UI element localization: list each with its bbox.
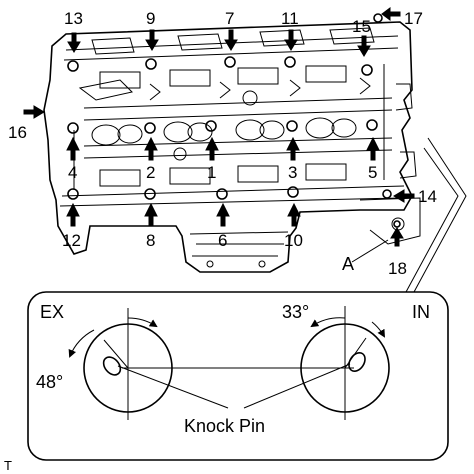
zoom-leader-lines: [405, 137, 467, 293]
callout-1: 1: [207, 163, 216, 182]
callout-12: 12: [62, 231, 81, 250]
in-knock-pin: [348, 351, 366, 373]
label-a: A: [342, 254, 354, 274]
callout-18: 18: [388, 259, 407, 278]
cylinder-head-illustration: [43, 13, 421, 273]
callout-2: 2: [146, 163, 155, 182]
callout-7: 7: [225, 9, 234, 28]
callout-numbers: 13 9 7 11 15 17 16 4 2 1 3 5 14 12 8 6 1…: [8, 9, 437, 278]
corner-mark: T: [4, 458, 12, 473]
ex-angle-label: 48°: [36, 372, 63, 392]
callout-17: 17: [404, 9, 423, 28]
callout-5: 5: [368, 163, 377, 182]
knock-pin-inset: EX IN 48° 33° Knock Pin: [27, 291, 449, 461]
callout-8: 8: [146, 231, 155, 250]
knock-pin-leader-in: [243, 363, 351, 409]
ex-knock-pin: [102, 356, 122, 376]
callout-14: 14: [418, 187, 437, 206]
callout-arrows: [23, 7, 415, 247]
callout-13: 13: [64, 9, 83, 28]
in-angle-label: 33°: [282, 302, 309, 322]
knock-pin-label: Knock Pin: [184, 416, 265, 436]
callout-15: 15: [352, 17, 371, 36]
label-in: IN: [412, 302, 430, 322]
leader-a: [351, 239, 389, 263]
callout-16: 16: [8, 123, 27, 142]
label-ex: EX: [40, 302, 64, 322]
callout-6: 6: [218, 231, 227, 250]
callout-4: 4: [68, 163, 77, 182]
callout-10: 10: [284, 231, 303, 250]
callout-3: 3: [288, 163, 297, 182]
callout-11: 11: [281, 9, 299, 28]
knock-pin-leader-ex: [117, 365, 229, 409]
callout-9: 9: [146, 9, 155, 28]
